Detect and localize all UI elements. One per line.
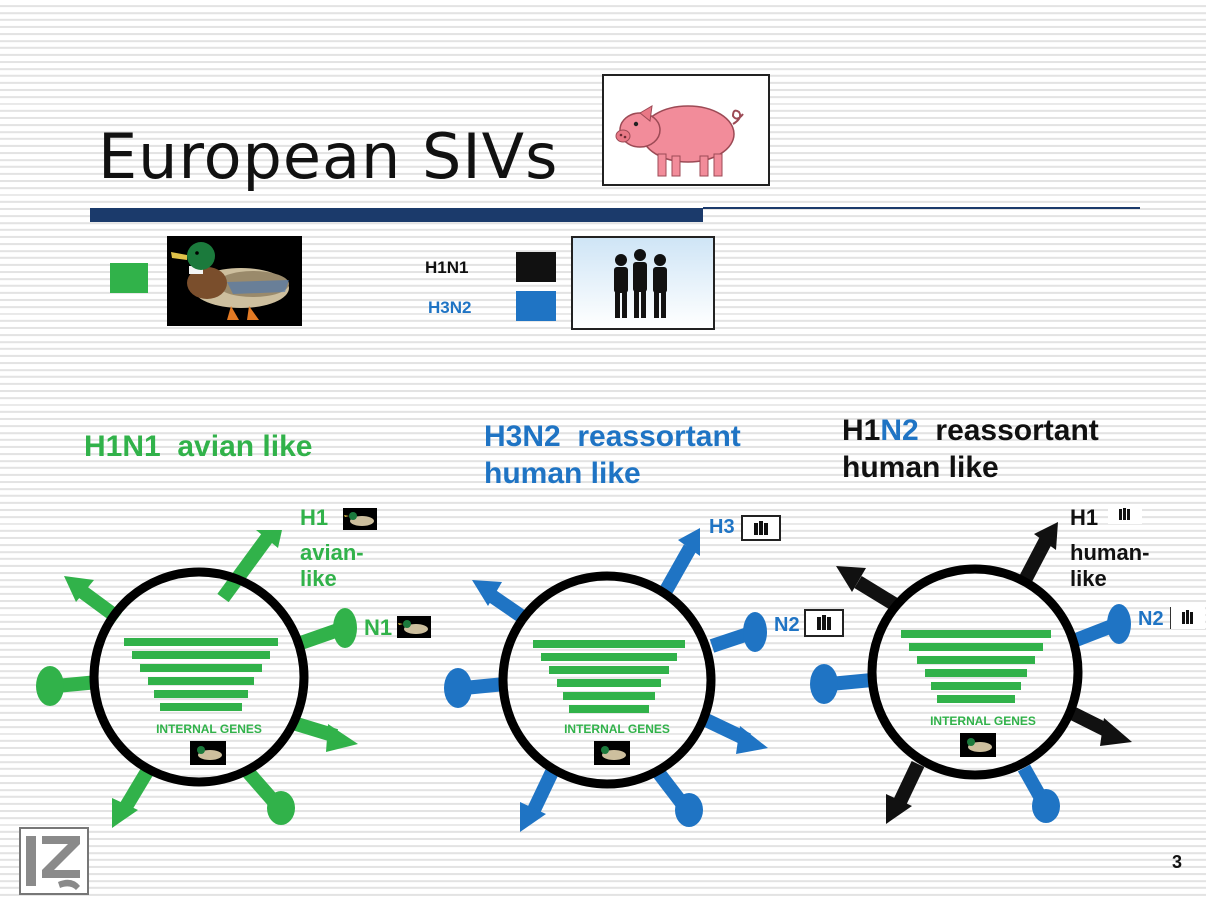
virus-1-h-note: avian-like (300, 540, 364, 591)
virus-3: INTERNAL GENES (810, 522, 1132, 824)
virus-2-n-label: N2 (774, 614, 800, 636)
virus-3-internal-label: INTERNAL GENES (930, 714, 1036, 728)
virus-1-envelope (89, 567, 309, 787)
legend-label-h3n2: H3N2 (428, 298, 472, 317)
virus-2-h-label: H3 (709, 516, 735, 538)
virus-3-gene-segments (901, 630, 1051, 703)
duck-icon (343, 508, 377, 530)
virus-3-h-note: human-like (1070, 540, 1150, 591)
virus-3-envelope (867, 564, 1083, 780)
virus-2-internal-label: INTERNAL GENES (564, 722, 670, 736)
page-number: 3 (1172, 852, 1183, 872)
virus-3-caption-n: N2 (880, 414, 919, 447)
virus-2-caption-desc: reassortant (577, 420, 741, 453)
people-icon (741, 515, 781, 541)
virus-2-caption-line2: human like (484, 457, 641, 490)
virus-3-spikes (810, 522, 1132, 824)
legend-label-h1n1: H1N1 (425, 258, 469, 277)
virus-3-caption-line2: human like (842, 451, 999, 484)
virus-2-envelope (498, 571, 716, 789)
duck-icon (167, 236, 302, 326)
virus-1-caption: H1N1 avian like (84, 428, 312, 465)
virus-2: INTERNAL GENES (444, 528, 768, 832)
title-underline-thick (90, 208, 703, 222)
slide-title: European SIVs (98, 120, 559, 193)
legend-swatch-h1n1 (516, 252, 556, 282)
virus-2-caption-subtype: H3N2 (484, 420, 561, 453)
virus-2-gene-segments (533, 640, 685, 713)
virus-1: INTERNAL GENES (36, 530, 358, 828)
virus-3-n-label: N2 (1138, 608, 1164, 630)
virus-1-n-label: N1 (364, 615, 393, 640)
people-icon (804, 609, 844, 637)
virus-3-caption-h: H1 (842, 414, 881, 447)
virus-1-internal-label: INTERNAL GENES (156, 722, 262, 736)
title-underline-thin (703, 207, 1140, 209)
avian-legend-swatch (110, 263, 148, 293)
virus-1-caption-desc: avian like (177, 430, 313, 463)
izs-logo (18, 826, 90, 896)
virus-1-gene-segments (124, 638, 278, 711)
legend-swatch-h3n2 (516, 291, 556, 321)
people-icon (1170, 607, 1205, 629)
pig-icon (602, 74, 770, 186)
virus-1-caption-subtype: H1N1 (84, 430, 161, 463)
virus-3-h-label: H1 (1070, 505, 1099, 530)
people-icon (1108, 506, 1142, 524)
virus-2-caption: H3N2 reassortant human like (484, 418, 741, 492)
duck-icon (397, 616, 431, 638)
virus-2-spikes (444, 528, 768, 832)
virus-3-caption: H1N2 reassortant human like (842, 412, 1099, 486)
virus-3-caption-desc: reassortant (935, 414, 1099, 447)
people-icon (571, 236, 715, 330)
virus-1-h-label: H1 (300, 505, 329, 530)
